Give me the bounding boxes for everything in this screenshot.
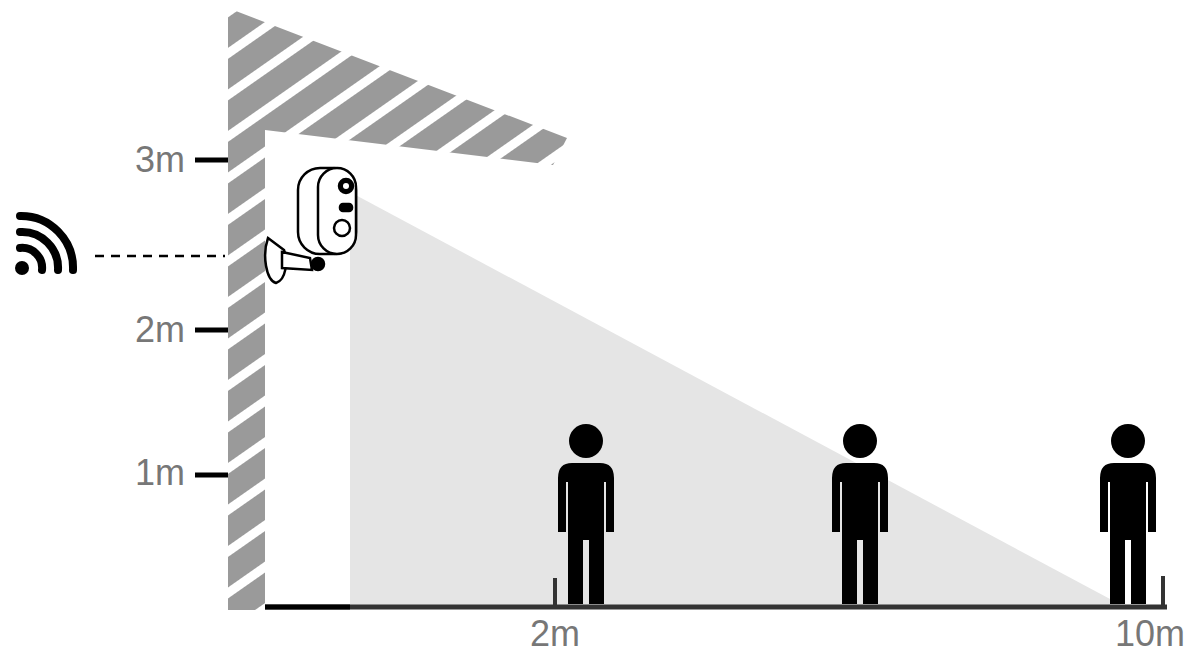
camera-symbol xyxy=(265,168,356,283)
person-figure xyxy=(1100,424,1156,604)
distance-tick xyxy=(553,578,557,607)
ground-line xyxy=(265,605,1167,610)
detection-cone xyxy=(350,192,1125,607)
wifi-icon xyxy=(15,216,73,275)
signal-dashed-line xyxy=(95,255,225,258)
height-tick xyxy=(195,473,228,478)
distance-label: 2m xyxy=(530,616,580,652)
height-tick xyxy=(195,328,228,333)
distance-tick xyxy=(1161,576,1165,607)
height-label: 2m xyxy=(135,312,185,348)
wall-hatching xyxy=(228,8,567,610)
height-label: 1m xyxy=(135,455,185,491)
person-figure xyxy=(832,424,888,604)
height-label: 3m xyxy=(135,142,185,178)
person-figure xyxy=(558,424,614,604)
height-tick xyxy=(195,158,228,163)
ground-line xyxy=(265,605,350,610)
distance-label: 10m xyxy=(1115,616,1185,652)
